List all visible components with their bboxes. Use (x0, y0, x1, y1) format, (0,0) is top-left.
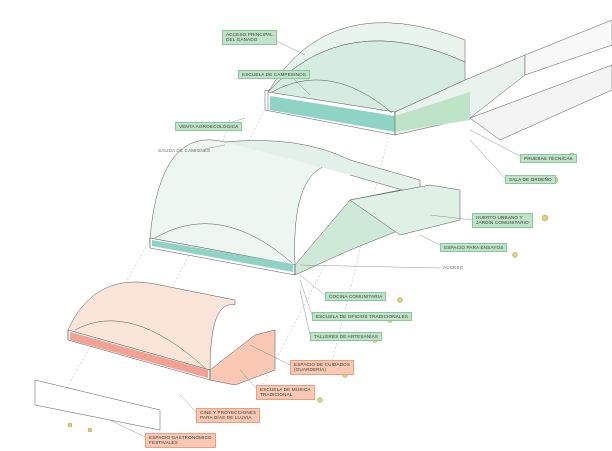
label-escuela-campesinos: ESCUELA DE CAMPESINOS (238, 70, 310, 80)
label-venta-agroecologica: VENTA AGROECOLÓGICA (175, 122, 243, 132)
label-acceso-principal-ganado: ACCESO PRINCIPAL DEL GANADO (222, 30, 277, 45)
label-salida-camiones: SALIDA DE CAMIONES (158, 148, 211, 153)
label-sala-ordeno: SALA DE ORDEÑO (505, 175, 556, 185)
label-espacio-ensayos: ESPACIO PARA ENSAYOS (440, 243, 508, 253)
label-huerto-urbano: HUERTO URBANO Y JARDÍN COMUNITARIO (472, 213, 533, 228)
label-cocina-comunitaria: COCINA COMUNITARIA (325, 292, 387, 302)
label-talleres-artesanias: TALLERES DE ARTESANÍAS (310, 332, 383, 342)
label-escuela-oficios: ESCUELA DE OFICIOS TRADICIONALES (312, 312, 413, 322)
middle-level-hall (149, 139, 461, 276)
top-level-hall (264, 19, 612, 141)
label-espacio-gastronomico: ESPACIO GASTRONÓMICO FESTIVALES (145, 433, 216, 448)
label-escuela-musica: ESCUELA DE MÚSICA TRADICIONAL (256, 385, 315, 400)
bottom-level-hall (34, 281, 276, 431)
label-espacio-cuidados: ESPACIO DE CUIDADOS (GUARDERÍA) (290, 360, 355, 375)
label-pruebas-tecnicas: PRUEBAS TÉCNICAS (520, 154, 577, 164)
label-cine-proyecciones: CINE Y PROYECCIONES PARA DÍAS DE LLUVIA (196, 408, 261, 423)
label-acceso: ACCESO (443, 265, 464, 270)
